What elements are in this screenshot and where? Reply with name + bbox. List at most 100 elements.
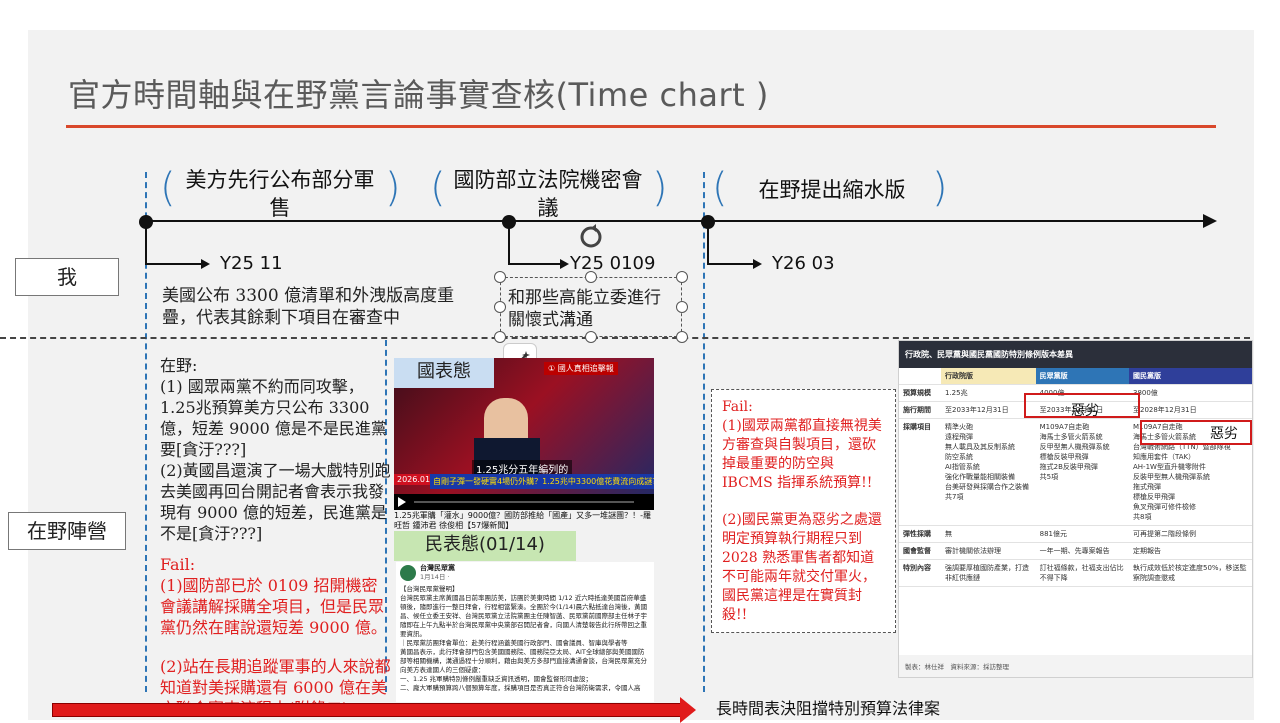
bad-label-1: 惡劣	[1071, 403, 1099, 419]
table-header-tpp: 民眾黨版	[1035, 368, 1129, 385]
fail-box: Fail: (1)國眾兩黨都直接無視美方審查與自製項目，還砍掉最重要的防空與 I…	[711, 389, 896, 633]
post-body-3: ｜民眾黨訪團拜會單位：赴美行程涵蓋美國行政部門、國會議員、智庫與學者等	[400, 639, 628, 647]
bracket-left-2: (	[430, 165, 446, 211]
footer-red-arrow-tip	[680, 697, 696, 723]
timeline-divider-1	[145, 172, 147, 692]
tick-label-2: Y25 0109	[570, 253, 656, 274]
table-cell: 無	[941, 525, 1036, 543]
tick-arrow-tip-3	[753, 259, 762, 269]
highlight-box-tpp-budget	[1024, 393, 1140, 418]
row-label-opposition: 在野陣營	[8, 512, 126, 550]
footer-red-arrow	[52, 703, 682, 717]
fail-box-point-1: (1)國眾兩黨都直接無視美方審查與自製項目，還砍掉最重要的防空與 IBCMS 指…	[722, 418, 882, 491]
tick-stem-1	[145, 222, 147, 264]
resize-handle-br[interactable]	[676, 331, 688, 343]
table-title: 行政院、民眾黨與國民黨國防特別條例版本差異	[899, 341, 1252, 368]
news-caption-title: 1.25兆軍購「灌水」9000億？國防部推給「國產」又多一堆謎團？！-羅旺哲 鍾…	[394, 511, 652, 530]
opposition-point-1: (1) 國眾兩黨不約而同攻擊，1.25兆預算美方只公布 3300 億，短差 90…	[160, 377, 387, 459]
timeline-arrowhead	[1203, 214, 1217, 228]
fail-box-label: Fail:	[722, 399, 753, 415]
tick-arrow-tip-2	[560, 259, 569, 269]
table-row-label: 預算規模	[899, 384, 941, 402]
news-ticker: 自剛子彈一發硬實4場仍外購？1.25兆中3300億花費流向成謎?	[430, 474, 654, 489]
resize-handle-bl[interactable]	[494, 331, 506, 343]
resize-handle-l[interactable]	[494, 301, 506, 313]
table-row: 特別內容強調要厚植國防產業，打造非紅供應鏈訂社福條款，社福支出佔比不得下降執行成…	[899, 559, 1252, 587]
tick-arrow-3	[707, 263, 755, 265]
table-cell: 3800億	[1128, 384, 1252, 402]
tick-arrow-1	[145, 263, 203, 265]
post-body-1: 【台灣民眾黨聲明】	[400, 585, 459, 593]
table-cell: 執行成效低於核定進度50%，移送監察院調查懲戒	[1128, 559, 1252, 587]
news-video-screenshot: ① 國人真相追擊報 1.25兆分五年編列的 2026.01 自剛子彈一發硬實4場…	[394, 358, 654, 510]
tick-stem-2	[508, 222, 510, 264]
opposition-text-block: 在野: (1) 國眾兩黨不約而同攻擊，1.25兆預算美方只公布 3300 億，短…	[160, 355, 392, 719]
table-row: 採購項目精準火砲 遠程飛彈 無人載具及其反制系統 防空系統 AI指管系統 強化作…	[899, 418, 1252, 526]
resize-handle-b[interactable]	[585, 331, 597, 343]
highlight-box-kmt-period	[1140, 420, 1252, 445]
phase-label-1: 美方先行公布部分軍售	[185, 168, 375, 220]
phase-label-2: 國防部立法院機密會議	[453, 168, 643, 220]
bracket-right-3: )	[932, 165, 948, 211]
video-progress-bar[interactable]	[414, 501, 634, 503]
timeline-axis	[140, 220, 1210, 222]
post-body-5: 一、1.25 兆軍購特別條例嚴重缺乏資訊透明，國會監督形同虛設；	[400, 675, 593, 683]
table-header-kmt: 國民黨版	[1128, 368, 1252, 385]
tick-arrow-tip-1	[201, 259, 210, 269]
tick-label-1: Y25 11	[220, 253, 283, 274]
table-header-blank	[899, 368, 941, 385]
table-row-label: 彈性採購	[899, 525, 941, 543]
table-cell: M109A7自走砲 海馬士多管火箭系統 反甲型無人機飛彈系統 標槍反裝甲飛彈 拖…	[1035, 418, 1129, 526]
avatar	[400, 565, 416, 581]
bracket-left-1: (	[160, 165, 176, 211]
video-subtitle: 1.25兆分五年編列的	[472, 460, 573, 477]
rotate-handle-icon[interactable]	[576, 222, 606, 252]
post-body-6: 二、龐大軍購預算跨八個預算年度，採購項目是否真正符合台灣防衛需求，令國人高	[400, 684, 641, 692]
table-cell: 審計機關依法辦理	[941, 542, 1036, 560]
video-controls[interactable]	[394, 494, 654, 510]
table-cell: 至2033年12月31日	[941, 401, 1036, 419]
post-body-4: 黃國昌表示，此行拜會部門包含美國國務院、國務院亞太局、AIT全球總部與美國國防部…	[400, 648, 647, 674]
post-body-2: 台灣民眾黨主席黃國昌日前率團訪美，訪團於美東時間 1/12 近六時抵達美國首府華…	[400, 594, 648, 638]
table-cell: 至2033年12月31日	[1035, 401, 1129, 419]
me-note-1: 美國公布 3300 億清單和外洩版高度重疊，代表其餘剩下項目在審查中	[162, 286, 455, 328]
date-badge: 2026.01	[394, 474, 434, 485]
post-date: 1月14日 ·	[420, 573, 450, 581]
tick-label-3: Y26 03	[772, 253, 835, 274]
title-underline	[66, 125, 1216, 128]
bracket-right-2: )	[652, 165, 668, 211]
comparison-table: 行政院、民眾黨與國民黨國防特別條例版本差異 行政院版 民眾黨版 國民黨版 預算規…	[898, 340, 1253, 678]
table-row-label: 採購項目	[899, 418, 941, 526]
table-cell: 可再提第二階段條例	[1128, 525, 1252, 543]
timeline-divider-2	[385, 340, 387, 692]
table-row: 國會監督審計機關依法辦理一年一期、先專案報告定期報告	[899, 542, 1252, 560]
tick-arrow-2	[508, 263, 562, 265]
table-cell: 1.25兆	[941, 384, 1036, 402]
me-note-2: 和那些高能立委進行關懷式溝通	[508, 288, 661, 330]
table-header-exec: 行政院版	[941, 368, 1036, 385]
footer-text: 長時間表決阻擋特別預算法律案	[716, 699, 941, 718]
tpp-stance-tag: 民表態(01/14)	[394, 531, 576, 561]
table-cell: 881億元	[1035, 525, 1129, 543]
table-footer: 製表：林仕祥 資料來源：採訪整理	[899, 655, 1252, 677]
table-cell: 強調要厚植國防產業，打造非紅供應鏈	[941, 559, 1036, 587]
tick-stem-3	[707, 222, 709, 264]
resize-handle-tl[interactable]	[494, 271, 506, 283]
resize-handle-t[interactable]	[585, 271, 597, 283]
table-cell: 至2028年12月31日	[1128, 401, 1252, 419]
page-title: 官方時間軸與在野黨言論事實查核(Time chart )	[68, 76, 769, 114]
timeline-divider-3	[703, 172, 705, 692]
table-row-label: 特別內容	[899, 559, 941, 587]
table-cell: 訂社福條款，社福支出佔比不得下降	[1035, 559, 1129, 587]
table-row: 施行期間至2033年12月31日至2033年12月31日至2028年12月31日	[899, 401, 1252, 419]
table-cell: 一年一期、先專案報告	[1035, 542, 1129, 560]
row-separator	[0, 337, 1250, 339]
table-row-label: 國會監督	[899, 542, 941, 560]
resize-handle-r[interactable]	[676, 301, 688, 313]
play-icon[interactable]	[398, 497, 406, 507]
row-label-me: 我	[15, 258, 119, 296]
resize-handle-tr[interactable]	[676, 271, 688, 283]
tpp-facebook-post: 台灣民眾黨 1月14日 · 【台灣民眾黨聲明】 台灣民眾黨主席黃國昌日前率團訪美…	[396, 562, 654, 702]
